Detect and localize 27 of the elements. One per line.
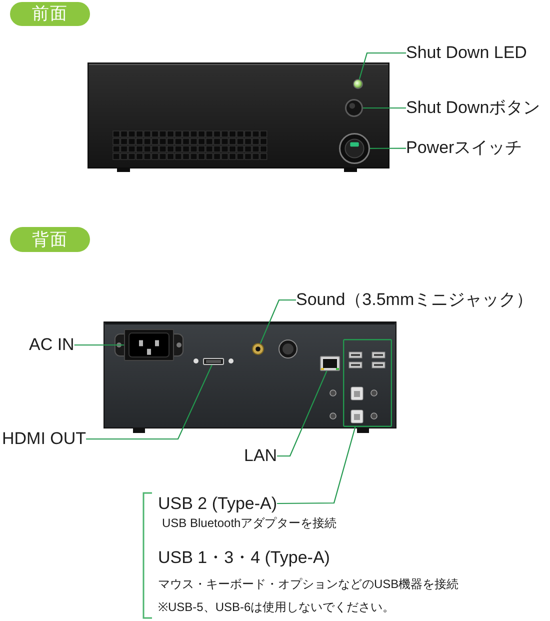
port-description: マウス・キーボード・オプションなどのUSB機器を接続	[158, 577, 459, 592]
callout-label: Shut Down LED	[406, 43, 527, 63]
leader-line	[363, 107, 406, 109]
callout-label: AC IN	[29, 335, 74, 355]
highlight-frame	[343, 339, 392, 427]
note-text: ※USB-5、USB-6は使用しないでください。	[158, 600, 395, 615]
callout-label: HDMI OUT	[2, 429, 86, 449]
section-heading: 背面	[10, 227, 90, 252]
callout-label: Shut Downボタン	[406, 98, 540, 118]
leader-line	[86, 364, 212, 440]
power-switch	[339, 133, 370, 164]
leader-line	[277, 370, 328, 457]
leader-line	[74, 344, 124, 346]
leader-line	[277, 426, 356, 504]
leader-line	[260, 299, 296, 344]
power-inlet	[124, 329, 174, 361]
section-heading: 前面	[10, 2, 90, 26]
port-heading: USB 2 (Type-A)	[158, 494, 278, 514]
hdmi-port	[203, 358, 224, 365]
leader-line	[358, 52, 406, 80]
port-description: USB Bluetoothアダプターを接続	[162, 516, 337, 531]
port-heading: USB 1・3・4 (Type-A)	[158, 547, 330, 568]
callout-label: LAN	[244, 446, 278, 466]
leader-line	[370, 148, 406, 149]
ethernet-port	[320, 356, 340, 371]
callout-label: Powerスイッチ	[406, 138, 522, 158]
callout-label: Sound（3.5mmミニジャック）	[296, 290, 534, 310]
